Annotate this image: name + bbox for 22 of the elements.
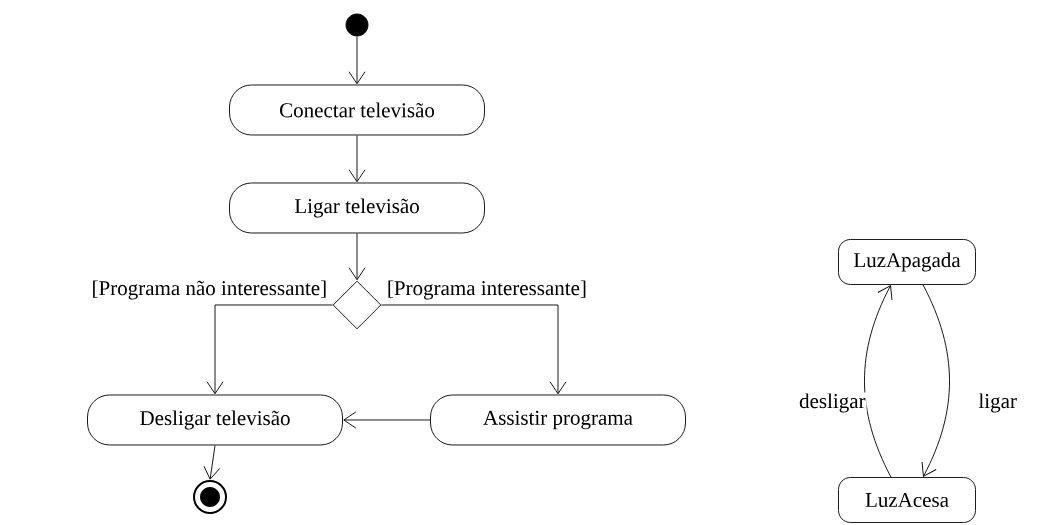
end-dot: [193, 480, 227, 514]
arrow: [203, 445, 221, 480]
arrow: [921, 284, 950, 477]
activity-box: Conectar televisão: [229, 84, 485, 136]
activity-box: Assistir programa: [430, 394, 686, 446]
state-box: LuzAcesa: [838, 477, 976, 523]
activity-box: Desligar televisão: [87, 394, 343, 446]
arrow: [206, 304, 333, 395]
edge-label: [Programa interessante]: [385, 279, 588, 301]
arrow: [343, 411, 431, 429]
decision-diamond: [332, 280, 382, 330]
arrow: [348, 36, 366, 85]
arrow: [864, 285, 893, 478]
arrow: [348, 233, 366, 281]
arrow: [381, 304, 567, 395]
state-box: LuzApagada: [838, 239, 976, 285]
edge-label: ligar: [977, 392, 1018, 414]
activity-box: Ligar televisão: [229, 182, 485, 234]
start-dot: [345, 13, 369, 37]
edge-label: [Programa não interessante]: [90, 279, 329, 301]
arrow: [348, 135, 366, 183]
edge-label: desligar: [798, 392, 867, 414]
